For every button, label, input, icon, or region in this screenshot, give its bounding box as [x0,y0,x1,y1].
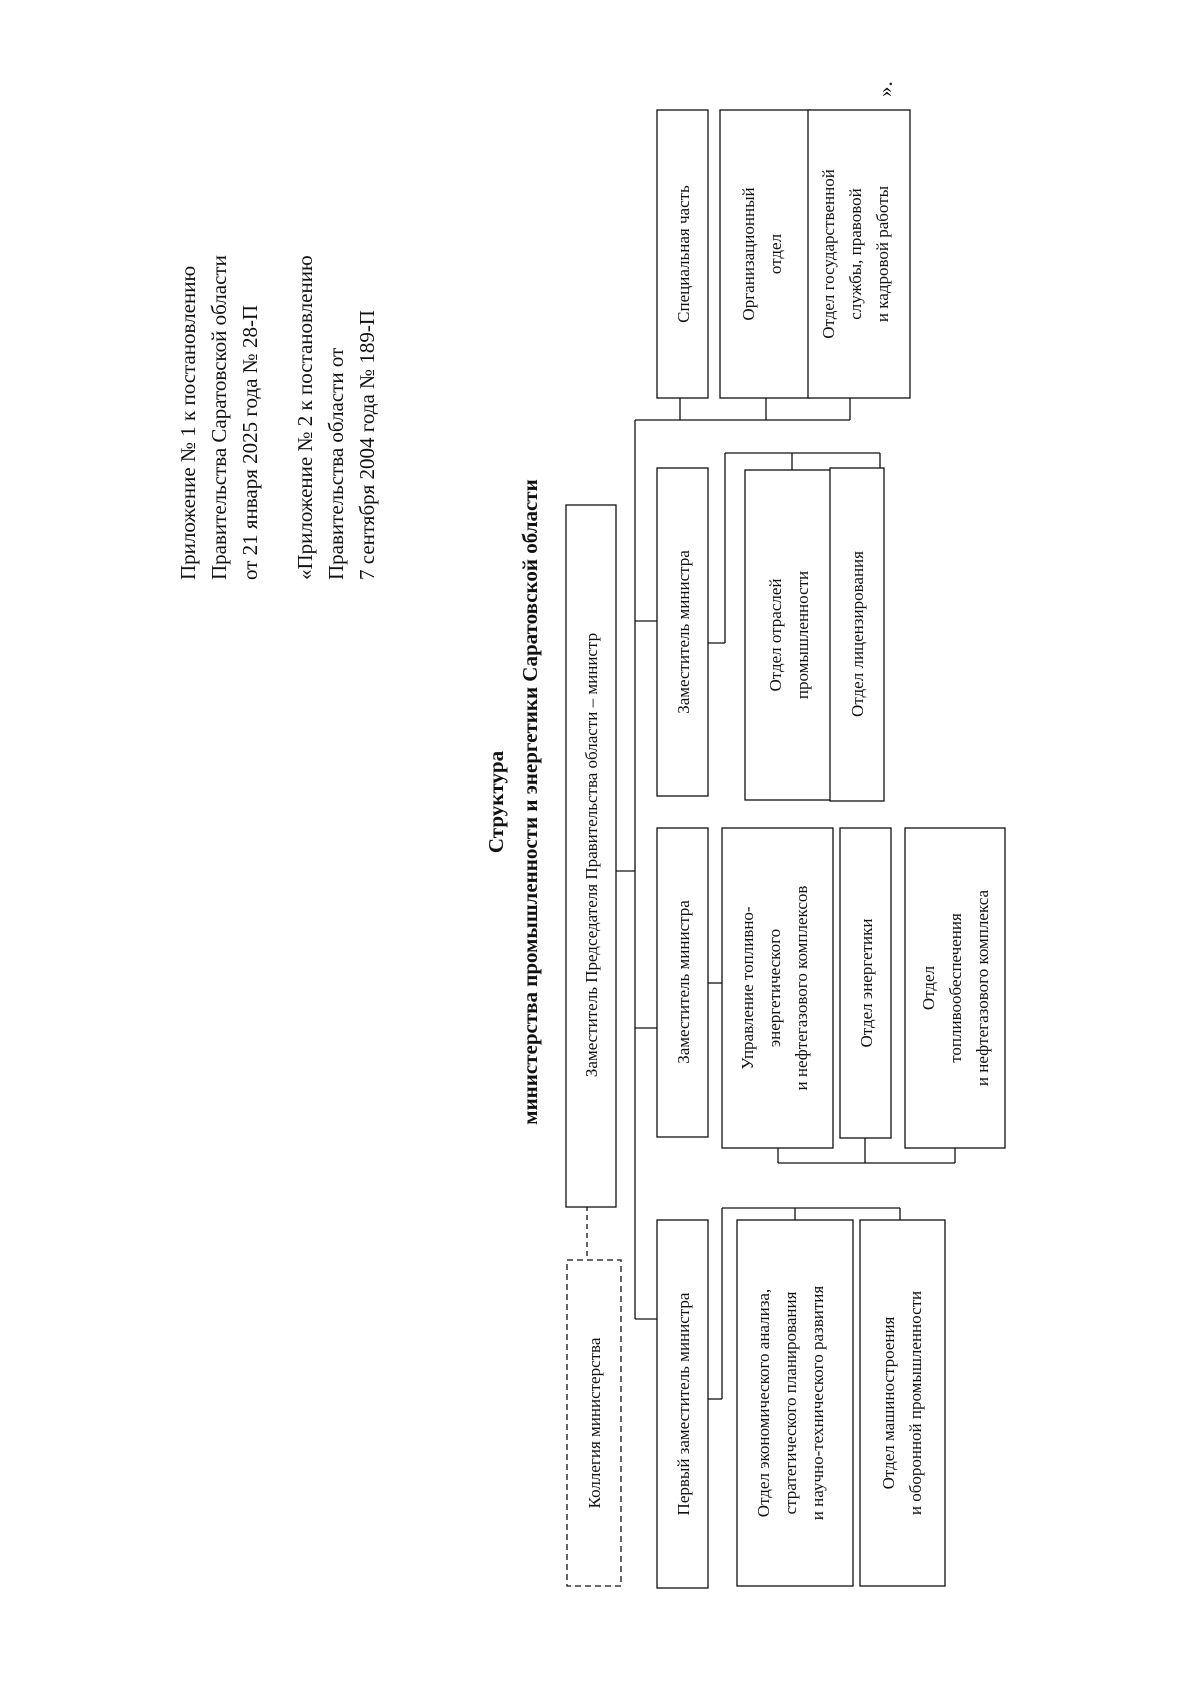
unit-economic-analysis-line2: стратегического планирования [781,1291,800,1514]
unit-economic-analysis-line1: Отдел экономического анализа, [754,1289,773,1517]
unit-civil-service-line3: и кадровой работы [873,185,892,322]
appendix2-line3: 7 сентября 2004 года № 189-П [355,310,379,580]
unit-fuel-supply-line1: Отдел [919,965,938,1010]
unit-organizational-dept: Организационный отдел [719,109,811,399]
unit-energy-line1: Отдел энергетики [857,918,876,1047]
unit-licensing-line1: Отдел лицензирования [848,551,867,717]
unit-special-part: Специальная часть [656,109,709,399]
appendix1-line2: Правительства Саратовской области [207,255,231,580]
unit-fuel-energy-line3: и нефтегазового комплексов [792,886,811,1091]
first-deputy-label: Первый заместитель министра [674,1292,693,1515]
unit-fuel-supply-line2: топливообеспечения [946,913,965,1063]
title-line2: министерства промышленности и энергетики… [518,479,542,1124]
connector-lines [586,398,956,1400]
page-title: Структура министерства промышленности и … [484,479,542,1124]
unit-fuel-energy-line1: Управление топливно- [738,906,757,1070]
appendix2-line2: Правительства области от [324,348,348,580]
unit-fuel-supply-line3: и нефтегазового комплекса [973,889,992,1086]
org-boxes: Заместитель Председателя Правительства о… [565,109,1006,1589]
appendix1-line1: Приложение № 1 к постановлению [176,266,200,580]
unit-machine-building-line2: и оборонной промышленности [906,1291,925,1515]
deputy-industry-label: Заместитель министра [674,550,693,714]
head-box: Заместитель Председателя Правительства о… [565,504,617,1208]
unit-civil-service-dept: Отдел государственной службы, правовой и… [807,109,911,399]
unit-fuel-supply-dept: Отдел топливообеспечения и нефтегазового… [904,827,1006,1149]
unit-special-part-line1: Специальная часть [674,185,693,323]
appendix2-line1: «Приложение № 2 к постановлению [293,255,317,580]
unit-industry-branches-line2: промышленности [793,571,812,699]
collegium-box: Коллегия министерства [566,1259,622,1587]
unit-energy-dept: Отдел энергетики [839,827,892,1139]
appendix-header: Приложение № 1 к постановлению Правитель… [176,255,379,580]
unit-licensing-dept: Отдел лицензирования [829,467,885,802]
unit-industry-branches-dept: Отдел отраслей промышленности [744,469,841,801]
deputy-industry-box: Заместитель министра [656,467,709,797]
unit-organizational-line2: отдел [766,233,785,274]
unit-industry-branches-line1: Отдел отраслей [766,578,785,691]
collegium-label: Коллегия министерства [585,1337,604,1508]
unit-fuel-energy-line2: энергетического [765,929,784,1047]
unit-machine-building-line1: Отдел машиностроения [879,1316,898,1489]
unit-fuel-energy-directorate: Управление топливно- энергетического и н… [721,827,834,1149]
head-label: Заместитель Председателя Правительства о… [582,633,601,1077]
deputy-energy-box: Заместитель министра [656,827,709,1138]
unit-organizational-line1: Организационный [739,187,758,320]
unit-economic-analysis-line3: и научно-технического развития [808,1286,827,1521]
deputy-energy-label: Заместитель министра [674,900,693,1064]
unit-civil-service-line1: Отдел государственной [819,169,838,339]
unit-economic-analysis-dept: Отдел экономического анализа, стратегиче… [736,1219,854,1587]
appendix1-line3: от 21 января 2025 года № 28-П [238,305,262,580]
unit-civil-service-line2: службы, правовой [846,188,865,319]
closing-mark: ». [873,81,897,97]
unit-machine-building-dept: Отдел машиностроения и оборонной промышл… [859,1219,946,1587]
title-line1: Структура [484,750,508,853]
first-deputy-box: Первый заместитель министра [656,1219,709,1589]
